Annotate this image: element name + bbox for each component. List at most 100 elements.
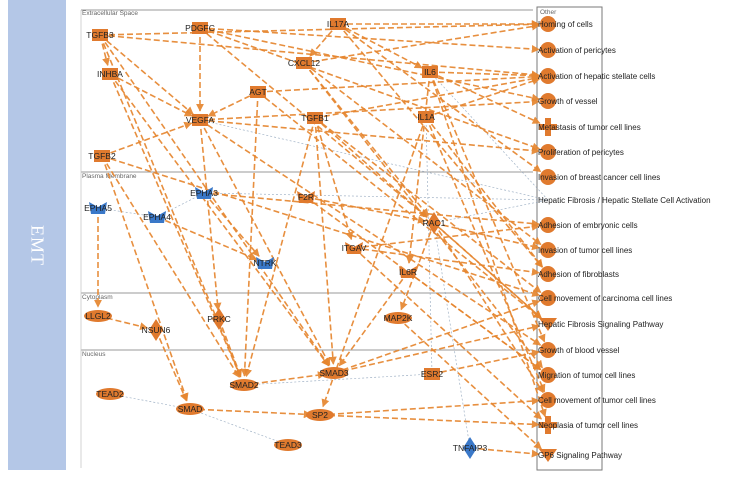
node-label: NSUN6: [142, 325, 171, 335]
function-f11[interactable]: Cell movement of carcinoma cell lines: [538, 290, 672, 306]
edge-EPHA4-NTRK: [156, 216, 258, 261]
node-tgfb2[interactable]: TGFB2: [88, 150, 116, 162]
node-il6[interactable]: IL6: [422, 66, 438, 78]
node-smad2[interactable]: SMAD2: [229, 379, 259, 391]
node-ntrk[interactable]: NTRK: [253, 257, 277, 269]
node-vegfa[interactable]: VEGFA: [186, 114, 215, 126]
node-label: SMAD3: [319, 368, 349, 378]
node-smad[interactable]: SMAD: [176, 403, 204, 415]
node-shape: [212, 308, 226, 330]
node-f2rl[interactable]: F2R: [297, 191, 315, 203]
function-label: Migration of tumor cell lines: [538, 371, 635, 380]
function-f14[interactable]: Migration of tumor cell lines: [538, 367, 635, 383]
node-shape: [296, 57, 312, 69]
node-nsun6[interactable]: NSUN6: [142, 319, 171, 341]
node-tead2[interactable]: TEAD2: [96, 388, 124, 400]
node-label: ITGAV: [342, 243, 367, 253]
edge-VEGFA-f5: [199, 119, 540, 155]
function-shape: [539, 118, 557, 136]
function-f5[interactable]: Proliferation of pericytes: [538, 144, 624, 160]
node-epha5[interactable]: EPHA5: [84, 202, 112, 214]
node-agt[interactable]: AGT: [249, 86, 267, 98]
node-shape: [89, 202, 107, 214]
function-f1[interactable]: Activation of pericytes: [538, 42, 616, 58]
node-esr2[interactable]: ESR2: [421, 368, 443, 380]
function-f0[interactable]: Homing of cells: [538, 16, 593, 32]
function-f2[interactable]: Activation of hepatic stellate cells: [538, 68, 655, 84]
edge-SMAD-SP2: [189, 408, 312, 419]
node-tnfaip3[interactable]: TNFAIP3: [453, 437, 488, 459]
node-smad3[interactable]: SMAD3: [319, 367, 349, 379]
node-il1a[interactable]: IL1A: [417, 111, 435, 123]
function-f8[interactable]: Adhesion of embryonic cells: [538, 217, 638, 233]
node-epha3[interactable]: EPHA3: [190, 187, 218, 199]
edge-thin: [243, 373, 433, 386]
node-tead3[interactable]: TEAD3: [274, 439, 302, 451]
node-tgfb3[interactable]: TGFB3: [86, 29, 114, 41]
function-shape: [540, 16, 556, 32]
function-f7[interactable]: Hepatic Fibrosis / Hepatic Stellate Cell…: [538, 196, 711, 205]
function-f12[interactable]: Hepatic Fibrosis Signaling Pathway: [538, 318, 663, 331]
edge-IL6-f13: [429, 71, 546, 343]
function-shape: [540, 266, 556, 282]
function-shape: [540, 392, 556, 408]
edge-PDGFC-f1: [199, 27, 540, 53]
function-f10[interactable]: Adhesion of fibroblasts: [538, 266, 619, 282]
edge-CXCL12-f0: [303, 22, 540, 64]
edge-IL17A-IL6: [337, 23, 423, 69]
node-shape: [96, 388, 124, 400]
function-f9[interactable]: Invasion of tumor cell lines: [538, 242, 632, 258]
node-map2k[interactable]: MAP2K: [384, 312, 413, 324]
edge-thin: [97, 207, 158, 218]
node-il6r[interactable]: IL6R: [399, 266, 417, 278]
function-f4[interactable]: Metastasis of tumor cell lines: [538, 118, 641, 136]
edge-thin: [203, 192, 549, 201]
function-label: Invasion of breast cancer cell lines: [538, 173, 660, 182]
node-itgav[interactable]: ITGAV: [342, 242, 367, 254]
function-f6[interactable]: Invasion of breast cancer cell lines: [538, 169, 660, 185]
function-shape: [540, 217, 556, 233]
node-label: CXCL12: [288, 58, 320, 68]
function-label: Growth of vessel: [538, 97, 598, 106]
node-label: SMAD: [178, 404, 203, 414]
node-shape: [330, 18, 346, 30]
node-cxcl12[interactable]: CXCL12: [288, 57, 320, 69]
node-label: INHBA: [97, 69, 123, 79]
edge-ITGAV-f10: [353, 247, 540, 276]
node-shape: [422, 66, 438, 78]
function-f16[interactable]: Neoplasia of tumor cell lines: [538, 416, 638, 434]
node-shape: [418, 111, 434, 123]
node-tgfb1[interactable]: TGFB1: [301, 112, 329, 124]
node-il17a[interactable]: IL17A: [327, 18, 350, 30]
node-pdgfc[interactable]: PDGFC: [185, 22, 215, 34]
node-shape: [424, 368, 440, 380]
edge-TGFB3-VEGFA: [99, 34, 194, 115]
node-label: NTRK: [253, 258, 276, 268]
edge-thin: [425, 116, 433, 375]
node-sp2[interactable]: SP2: [306, 409, 334, 421]
node-inhba[interactable]: INHBA: [97, 68, 123, 80]
node-epha4[interactable]: EPHA4: [143, 211, 171, 223]
edge-IL6R-f14: [407, 271, 542, 371]
function-f3[interactable]: Growth of vessel: [538, 93, 598, 109]
node-rac1[interactable]: RAC1: [423, 212, 446, 234]
node-shape: [192, 22, 208, 34]
node-llgl2[interactable]: LLGL2: [84, 310, 112, 322]
edge-thin: [433, 199, 549, 224]
function-shape: [539, 449, 557, 462]
function-f15[interactable]: Cell movement of tumor cell lines: [538, 392, 656, 408]
edge-IL6R-SMAD3: [338, 271, 409, 367]
function-label: Activation of hepatic stellate cells: [538, 72, 655, 81]
node-shape: [176, 403, 204, 415]
edge-AGT-SMAD2: [240, 91, 259, 377]
function-shape: [540, 68, 556, 84]
node-label: IL6: [424, 67, 436, 77]
function-f13[interactable]: Growth of blood vessel: [538, 342, 620, 358]
node-prkc[interactable]: PRKC: [207, 308, 231, 330]
edge-RAC1-f15: [433, 222, 544, 394]
function-f17[interactable]: GP6 Signaling Pathway: [538, 449, 622, 462]
node-shape: [230, 379, 258, 391]
